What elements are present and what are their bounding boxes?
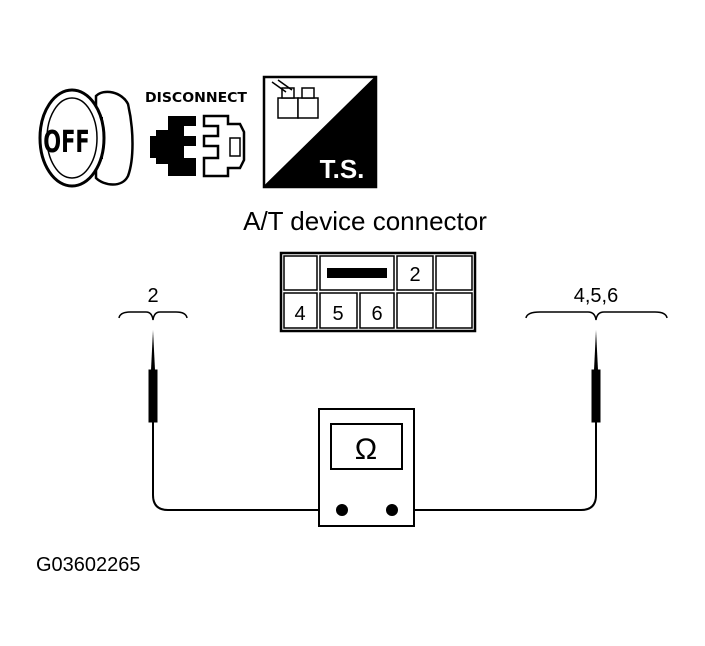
disconnect-label: DISCONNECT [145,91,247,106]
ignition-key-icon: OFF [38,88,134,188]
left-test-lead [152,494,342,511]
connector-title: A/T device connector [243,206,487,236]
disconnect-icon: DISCONNECT [145,91,247,178]
connector-cavity [396,292,434,329]
left-probe-brace [118,311,188,321]
right-probe [591,330,601,495]
connector-cavity-2 [396,255,434,291]
terminal-5-label: 5 [332,303,343,325]
left-probe [148,330,158,495]
connector-cavity-4 [283,292,318,329]
tools-label: T.S. [320,154,365,184]
connector-cavity [435,292,473,329]
connector-cavity [435,255,473,291]
ohmmeter-display [330,423,403,470]
right-probe-brace [525,311,668,321]
terminal-6-label: 6 [371,303,382,325]
terminal-2-label: 2 [409,264,420,286]
right-test-lead [392,494,597,511]
figure-code: G03602265 [36,554,141,576]
left-probe-label: 2 [147,285,158,307]
ohm-symbol: Ω [355,433,377,466]
connector-cavity-5 [319,292,358,329]
ohmmeter: Ω [318,408,415,527]
ohmmeter-left-jack [336,504,348,516]
connector-cavity [283,255,318,291]
ohmmeter-right-jack [386,504,398,516]
connector-lock-bar [327,268,387,278]
ignition-off-label: OFF [43,125,90,160]
tools-icon: T.S. [262,75,378,189]
right-probe-label: 4,5,6 [574,285,618,307]
terminal-4-label: 4 [294,303,305,325]
connector-cavity-6 [359,292,395,329]
